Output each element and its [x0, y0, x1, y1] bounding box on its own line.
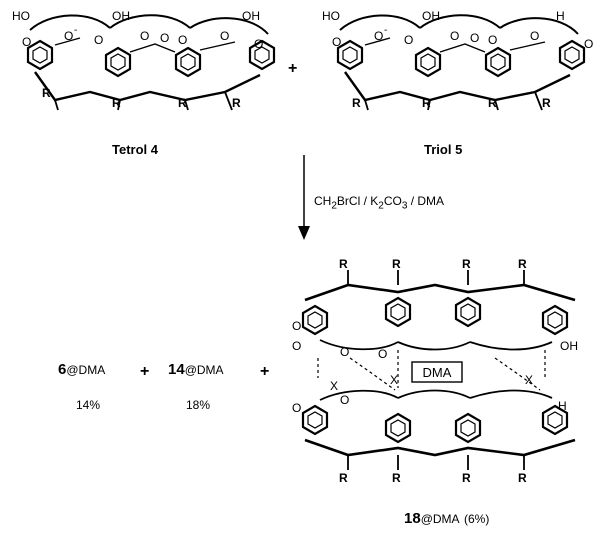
product-18-label: 18@DMA (6%) — [404, 510, 489, 528]
product-6-label: 6@DMA — [58, 361, 105, 379]
guest-label: DMA — [423, 365, 452, 380]
aromatic-ring — [484, 46, 512, 78]
tetrol-structure: HO O O - O OH O O O O OH O R R R R — [12, 9, 276, 111]
atom-label: O — [220, 29, 229, 43]
atom-label: H — [558, 399, 567, 413]
atom-label: X — [390, 373, 398, 387]
atom-label: O — [292, 319, 301, 333]
atom-label: O — [340, 393, 349, 407]
triol-name: Triol — [424, 142, 452, 157]
atom-label: O — [178, 33, 187, 47]
triol-structure: HO O O - O OH O O O O H O R R R R — [322, 9, 593, 111]
r-group: R — [42, 86, 51, 100]
aromatic-ring — [558, 39, 586, 71]
product-14-guest: @DMA — [184, 363, 224, 377]
atom-label: O — [94, 33, 103, 47]
r-group: R — [518, 471, 527, 485]
atom-label: - — [74, 25, 77, 36]
r-group: R — [542, 96, 551, 110]
atom-label: O — [404, 33, 413, 47]
atom-label: OH — [422, 9, 440, 23]
atom-label: HO — [322, 9, 340, 23]
reaction-conditions: CH2BrCl / K2CO3 / DMA — [314, 194, 445, 212]
aromatic-ring — [384, 412, 412, 444]
atom-label: O — [254, 37, 263, 51]
r-group: R — [422, 96, 431, 110]
atom-label: O — [374, 29, 383, 43]
atom-label: O — [64, 29, 73, 43]
r-group: R — [112, 96, 121, 110]
atom-label: - — [384, 25, 387, 36]
reaction-arrow — [298, 155, 310, 240]
r-group: R — [232, 96, 241, 110]
aromatic-ring — [541, 304, 569, 336]
atom-label: O — [292, 339, 301, 353]
atom-label: O — [584, 37, 593, 51]
tetrol-number: 4 — [150, 142, 159, 157]
triol-number: 5 — [455, 142, 463, 157]
r-group: R — [392, 471, 401, 485]
atom-label: O — [292, 401, 301, 415]
aromatic-ring — [384, 296, 412, 328]
r-group: R — [392, 257, 401, 271]
atom-label: O — [22, 35, 31, 49]
triol-label: Triol 5 — [424, 142, 462, 157]
r-group: R — [178, 96, 187, 110]
tetrol-label: Tetrol 4 — [112, 142, 158, 157]
atom-label: OH — [242, 9, 260, 23]
aromatic-ring — [301, 404, 329, 436]
atom-label: O — [140, 29, 149, 43]
aromatic-ring — [454, 296, 482, 328]
product-14-yield: 18% — [186, 398, 211, 412]
plus-sign: + — [288, 60, 298, 77]
aromatic-ring — [454, 412, 482, 444]
capsule-structure: DMA R R R R O O O O OH X X X O O H R R R… — [292, 257, 578, 485]
r-group: R — [339, 257, 348, 271]
product-14-number: 14 — [168, 361, 185, 378]
r-group: R — [462, 257, 471, 271]
product-18-guest: @DMA — [420, 512, 460, 526]
atom-label: O — [450, 29, 459, 43]
atom-label: O — [530, 29, 539, 43]
r-group: R — [339, 471, 348, 485]
aromatic-ring — [26, 39, 54, 71]
atom-label: HO — [12, 9, 30, 23]
atom-label: O — [340, 345, 349, 359]
aromatic-ring — [174, 46, 202, 78]
atom-label: X — [525, 373, 533, 387]
atom-label: OH — [112, 9, 130, 23]
aromatic-ring — [104, 46, 132, 78]
atom-label: O — [332, 35, 341, 49]
tetrol-name: Tetrol — [112, 142, 148, 157]
aromatic-ring — [414, 46, 442, 78]
atom-label: O — [470, 31, 479, 45]
product-18-number: 18 — [404, 510, 421, 527]
atom-label: O — [160, 31, 169, 45]
product-18-yield: (6%) — [464, 512, 490, 526]
product-6-number: 6 — [58, 361, 67, 378]
atom-label: O — [378, 347, 387, 361]
product-14-label: 14@DMA — [168, 361, 224, 379]
atom-label: X — [330, 379, 338, 393]
product-6-guest: @DMA — [66, 363, 106, 377]
r-group: R — [462, 471, 471, 485]
atom-label: OH — [560, 339, 578, 353]
aromatic-ring — [301, 304, 329, 336]
plus-sign: + — [260, 363, 270, 380]
r-group: R — [518, 257, 527, 271]
product-6-yield: 14% — [76, 398, 101, 412]
aromatic-ring — [336, 39, 364, 71]
atom-label: H — [556, 9, 565, 23]
plus-sign: + — [140, 363, 150, 380]
r-group: R — [488, 96, 497, 110]
r-group: R — [352, 96, 361, 110]
atom-label: O — [488, 33, 497, 47]
